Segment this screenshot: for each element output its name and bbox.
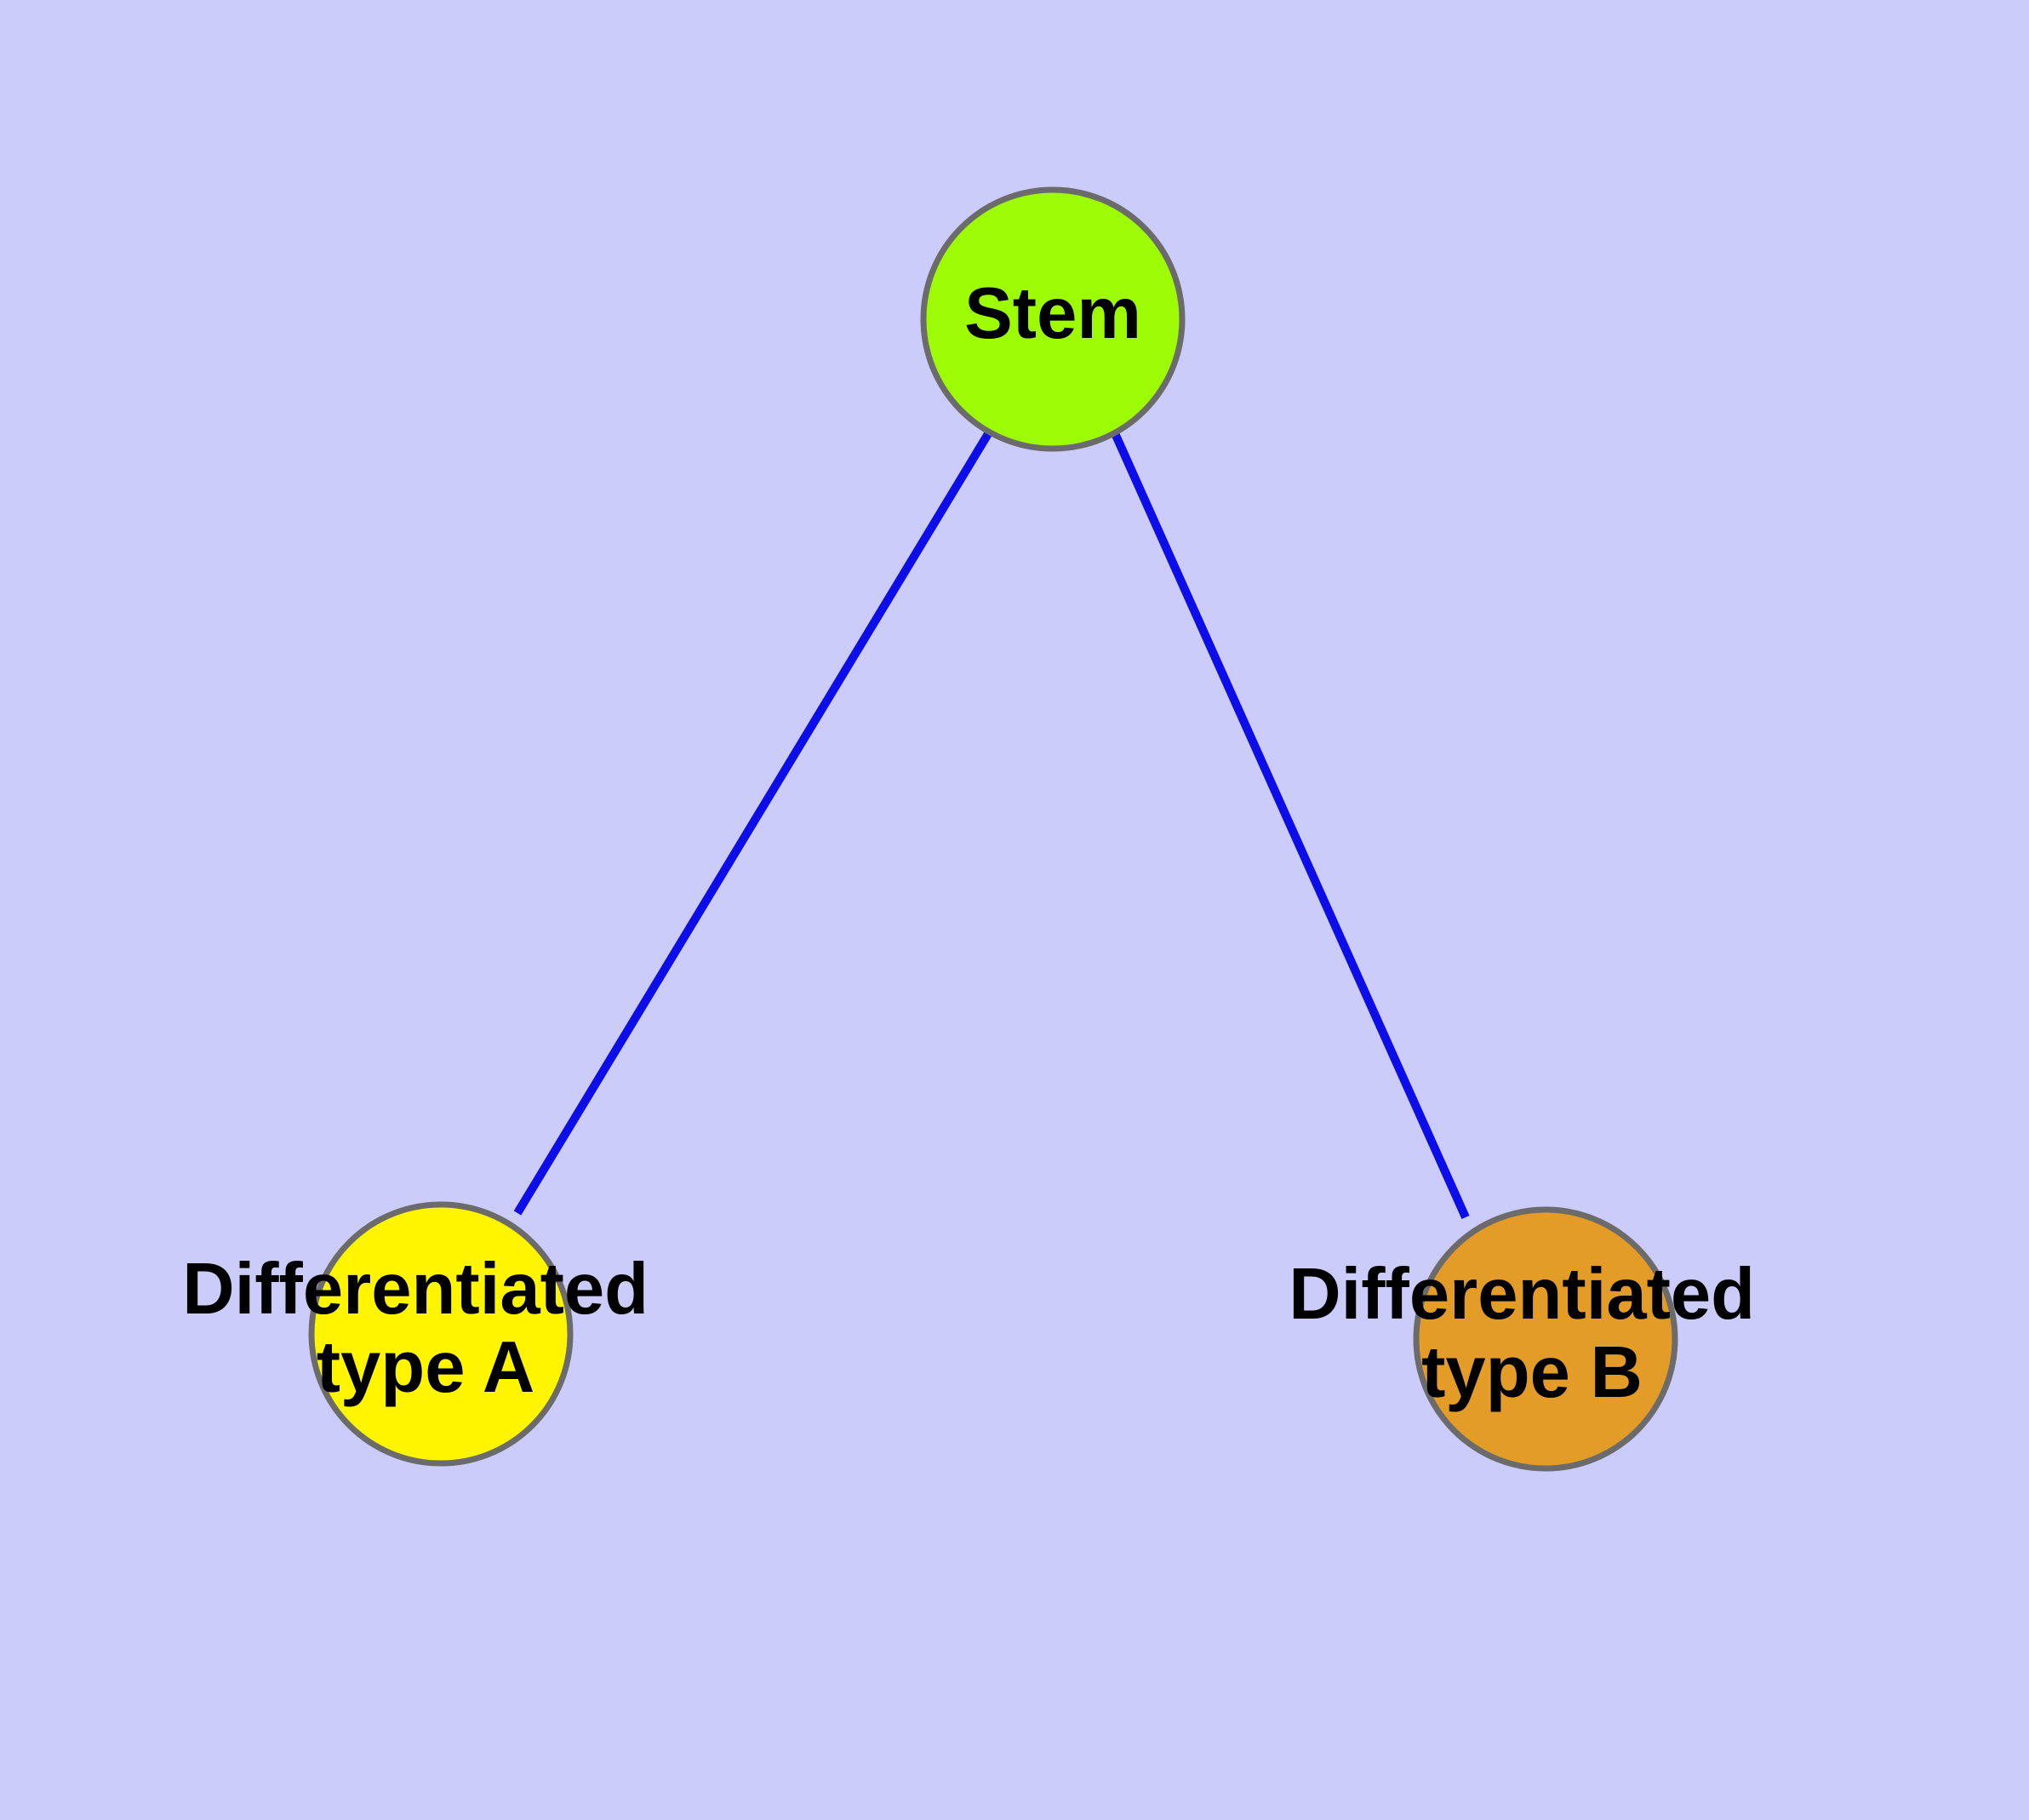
node-differentiated-type-a-circle[interactable] <box>308 1201 574 1467</box>
node-differentiated-type-b-label: Differentiated type B <box>1289 1255 1775 1414</box>
node-differentiated-type-a-label-line-1: Differentiated <box>182 1250 649 1331</box>
edge-stem-to-differentiated-type-b[interactable] <box>1111 431 1470 1220</box>
node-stem-label-line-1: Stem <box>964 273 1141 354</box>
node-differentiated-type-a[interactable]: Differentiated type A <box>182 1201 668 1467</box>
node-differentiated-type-a-label: Differentiated type A <box>182 1250 668 1409</box>
edge-stem-to-differentiated-type-a[interactable] <box>513 430 993 1216</box>
node-stem-label: Stem <box>964 273 1141 354</box>
edge-layer <box>513 430 1470 1220</box>
node-differentiated-type-b[interactable]: Differentiated type B <box>1289 1206 1775 1472</box>
node-differentiated-type-b-circle[interactable] <box>1413 1206 1678 1472</box>
node-differentiated-type-b-label-line-2: type B <box>1421 1332 1643 1413</box>
node-layer: Stem Differentiated type A Differentiate… <box>182 186 1775 1472</box>
node-differentiated-type-b-label-line-1: Differentiated <box>1289 1255 1755 1336</box>
node-stem[interactable]: Stem <box>920 186 1186 452</box>
node-stem-circle[interactable] <box>920 186 1186 452</box>
node-differentiated-type-a-label-line-2: type A <box>317 1327 535 1408</box>
